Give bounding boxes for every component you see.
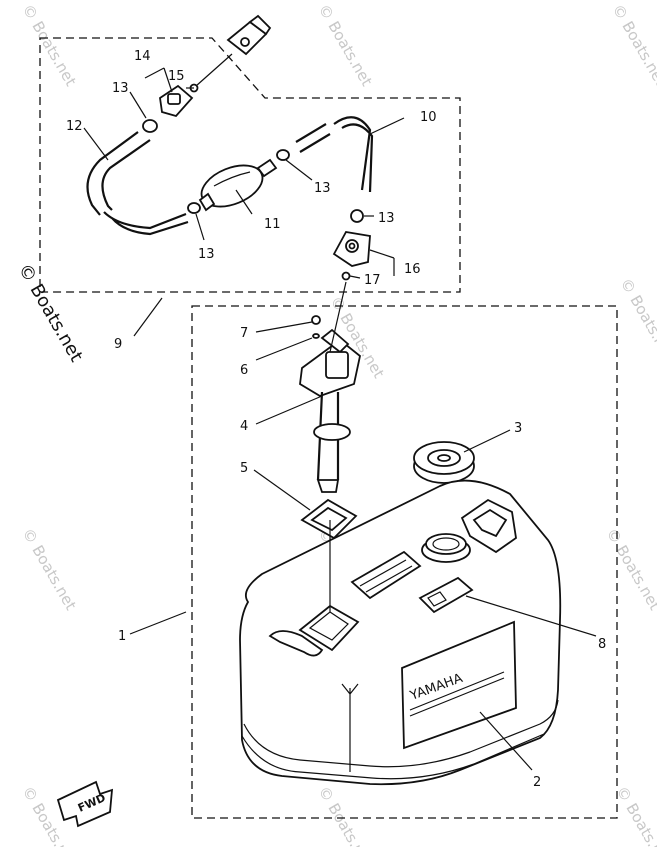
- callout-10: 10: [420, 110, 437, 125]
- hose-connector-14: [159, 84, 194, 118]
- gasket-5: [300, 498, 358, 540]
- callout-13: 13: [314, 181, 331, 196]
- watermark-large: © Boats.net: [14, 260, 87, 366]
- watermark: © Boats.net: [617, 275, 657, 363]
- callout-15: 15: [168, 69, 185, 84]
- callout-13: 13: [198, 247, 215, 262]
- callout-4: 4: [240, 419, 248, 434]
- watermark: © Boats.net: [613, 783, 657, 847]
- leader-lines: [83, 67, 597, 771]
- fuel-pickup-4: [299, 328, 361, 493]
- washer-6: [312, 333, 320, 339]
- fuel-hose-10-short: [295, 123, 331, 153]
- forward-direction-arrow: FWD: [56, 780, 114, 828]
- watermark: © Boats.net: [19, 1, 80, 89]
- fuel-hose-10: [333, 116, 374, 193]
- callout-13: 13: [112, 81, 129, 96]
- hose-clamp-13: [142, 119, 364, 223]
- callout-2: 2: [533, 775, 541, 790]
- callout-13: 13: [378, 211, 395, 226]
- leader-line: [195, 53, 233, 87]
- tank-kit-outline: [191, 305, 618, 819]
- callout-1: 1: [118, 629, 126, 644]
- fuel-cap-3: [413, 441, 475, 484]
- watermark: © Boats.net: [19, 525, 80, 613]
- callout-12: 12: [66, 119, 83, 134]
- callout-9: 9: [114, 337, 122, 352]
- callout-7: 7: [240, 326, 248, 341]
- callouts: 1 2 3 4 5 6 7 8 9 10 11 12 13 13 13 13 1…: [66, 49, 606, 790]
- callout-5: 5: [240, 461, 248, 476]
- primer-bulb-11: [198, 158, 278, 212]
- watermark: © Boats.net: [603, 525, 657, 613]
- callout-14: 14: [134, 49, 151, 64]
- watermark: © Boats.net: [609, 1, 657, 89]
- o-ring-17: [341, 271, 351, 281]
- fuel-tank-1: YAMAHA: [239, 479, 562, 786]
- callout-11: 11: [264, 217, 281, 232]
- engine-connector: [226, 14, 272, 56]
- screw-7: [311, 315, 321, 325]
- watermark: © Boats.net: [315, 783, 376, 847]
- callout-8: 8: [598, 637, 606, 652]
- callout-17: 17: [364, 273, 381, 288]
- tank-connector-16: [332, 231, 371, 267]
- hose-kit-outline: [39, 37, 461, 293]
- callout-16: 16: [404, 262, 421, 277]
- fuel-hose-12-lower: [103, 211, 189, 236]
- callout-6: 6: [240, 363, 248, 378]
- watermark: © Boats.net: [315, 1, 376, 89]
- callout-3: 3: [514, 421, 522, 436]
- fuel-hose-12: [86, 131, 151, 216]
